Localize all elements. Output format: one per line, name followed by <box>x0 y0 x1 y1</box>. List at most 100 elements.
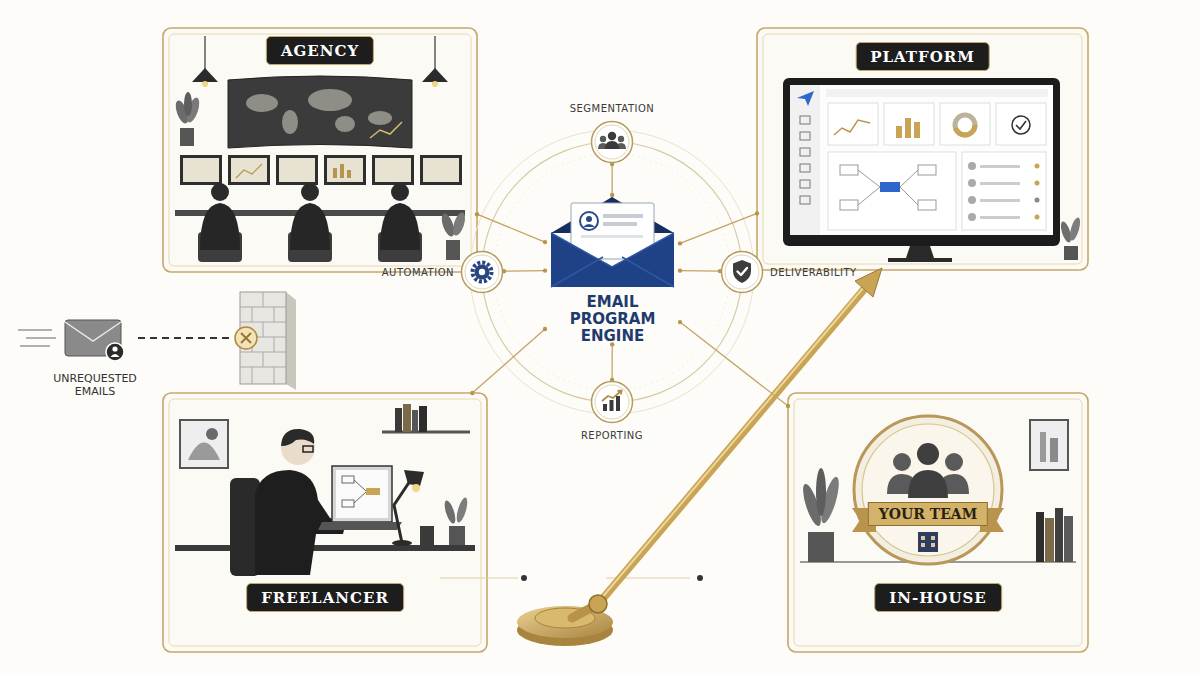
icon-glyph <box>590 380 634 424</box>
icon-circle <box>590 380 634 424</box>
agency-scene <box>279 158 315 182</box>
icon-circle <box>590 120 634 164</box>
platform-screen <box>962 152 1046 230</box>
blocked-email-wall <box>18 329 52 331</box>
panel-title: AGENCY <box>281 42 359 60</box>
freelancer-scene <box>404 470 424 486</box>
panel-tab: FREELANCER <box>246 583 404 612</box>
platform-screen <box>1064 246 1078 260</box>
agency-scene <box>246 94 278 112</box>
email-icon <box>63 314 127 362</box>
icon-glyph <box>725 255 759 289</box>
email-label: UNREQUESTED EMAILS <box>40 372 150 398</box>
freelancer-scene <box>336 470 388 518</box>
panel-title: IN-HOUSE <box>889 589 987 607</box>
platform-screen <box>906 246 934 258</box>
envelope-icon <box>581 235 643 238</box>
lever-arrow <box>521 575 527 581</box>
icon-glyph <box>738 268 748 275</box>
panel-frame <box>763 34 1082 264</box>
connector-dot <box>678 268 682 272</box>
blocked-email-wall <box>240 292 286 384</box>
in-house-scene <box>1030 420 1068 470</box>
icon-label: DELIVERABILITY <box>770 267 857 278</box>
connector-line <box>472 329 545 393</box>
icon-glyph <box>618 391 622 395</box>
engine-ring <box>470 130 754 414</box>
connector-line <box>680 322 788 406</box>
panel-frame <box>757 28 1088 270</box>
badge-art <box>931 536 935 540</box>
agency-scene <box>282 110 298 134</box>
platform-screen <box>888 258 952 262</box>
badge-art <box>921 536 925 540</box>
panel-frame <box>169 34 471 266</box>
icon-glyph <box>605 141 619 149</box>
platform-screen <box>918 200 936 210</box>
in-house-scene <box>1050 438 1058 462</box>
blocked-email-wall <box>240 292 286 384</box>
freelancer-scene <box>281 429 314 446</box>
badge-art <box>931 543 935 547</box>
platform-screen <box>1035 198 1040 203</box>
platform-screen <box>826 89 1048 97</box>
badge-art <box>918 532 938 552</box>
platform-screen <box>880 182 900 192</box>
in-house-panel: IN-HOUSEYOUR TEAM <box>788 393 1088 652</box>
badge-art <box>862 424 994 556</box>
in-house-scene <box>799 420 1076 562</box>
panel-frame <box>788 393 1088 652</box>
freelancer-scene <box>419 406 427 432</box>
icon-glyph <box>608 132 616 140</box>
agency-scene <box>180 155 222 185</box>
icon-glyph <box>465 255 499 289</box>
email-icon <box>111 354 120 357</box>
platform-screen <box>834 120 870 135</box>
connector-dot <box>470 391 474 395</box>
engine-ring <box>482 142 742 402</box>
freelancer-scene <box>332 466 392 522</box>
icon-glyph <box>473 263 492 282</box>
agency-scene <box>340 164 344 178</box>
envelope-icon <box>583 224 595 227</box>
freelancer-scene <box>412 484 420 492</box>
envelope-icon <box>551 233 674 287</box>
platform-screen <box>980 165 1020 168</box>
platform-screen <box>955 115 975 135</box>
blocked-email-wall <box>286 292 296 390</box>
platform-screen <box>955 115 975 135</box>
icon-glyph <box>603 404 607 411</box>
agency-scene <box>308 89 352 111</box>
connector-dot <box>543 327 547 331</box>
agency-scene <box>301 183 319 201</box>
platform-screen <box>1068 216 1082 241</box>
platform-screen <box>840 165 858 175</box>
agency-scene <box>375 158 411 182</box>
panel-frame <box>163 28 477 272</box>
agency-scene <box>202 81 208 87</box>
blocked-email-wall <box>20 345 50 347</box>
icon-glyph <box>592 122 633 163</box>
platform-screen <box>896 126 902 138</box>
agency-scene <box>423 158 459 182</box>
platform-screen <box>800 196 810 204</box>
icon-label-group: AUTOMATION <box>382 267 454 278</box>
email-icon <box>106 343 124 361</box>
freelancer-scene <box>354 480 366 503</box>
agency-scene <box>228 76 412 148</box>
icon-label: SEGMENTATION <box>570 103 655 114</box>
agency-scene <box>432 81 438 87</box>
freelancer-scene <box>175 545 475 551</box>
envelope-icon <box>545 195 680 290</box>
icon-circle <box>460 250 504 294</box>
agency-scene <box>324 155 366 185</box>
connector-dot <box>786 404 790 408</box>
agency-scene <box>327 158 363 182</box>
connector-line <box>611 164 612 195</box>
panel-tab: IN-HOUSE <box>874 583 1002 612</box>
platform-screen <box>914 122 920 138</box>
engine-ring <box>470 130 754 414</box>
icon-glyph <box>610 400 614 411</box>
platform-panel: PLATFORM <box>757 28 1088 270</box>
